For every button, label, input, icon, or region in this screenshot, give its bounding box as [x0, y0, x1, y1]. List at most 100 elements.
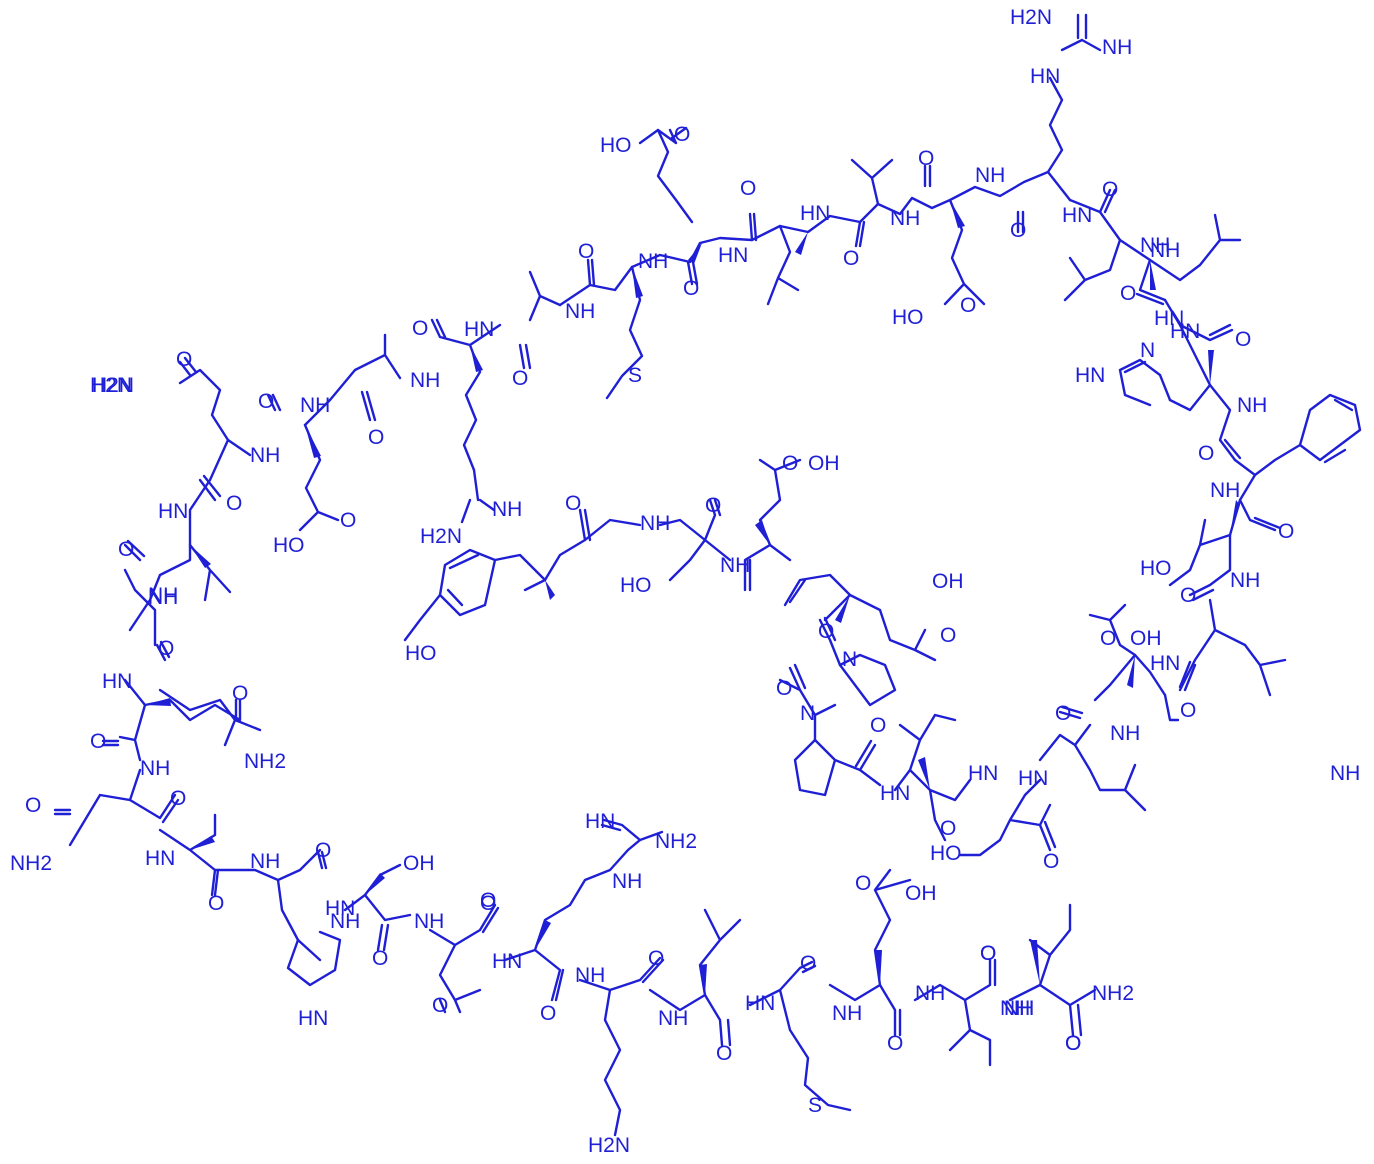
atom-label: HO — [620, 574, 652, 597]
atom-label: H2N — [588, 1134, 630, 1157]
atom-label: NH — [300, 394, 330, 417]
atom-label: NH2 — [10, 852, 52, 875]
atom-label: NH — [1210, 479, 1240, 502]
atom-label: O — [170, 787, 186, 810]
atom-label: O — [480, 892, 496, 915]
atom-label: NH — [492, 498, 522, 521]
atom-label: NH — [148, 584, 178, 607]
atom-label: O — [843, 247, 859, 270]
atom-label: NH — [410, 369, 440, 392]
atom-label: NH — [640, 512, 670, 535]
atom-label: HN — [718, 244, 748, 267]
atom-label: O — [887, 1032, 903, 1055]
atom-label: O — [258, 390, 274, 413]
atom-label: OH — [1130, 627, 1162, 650]
atom-label: HN — [1030, 65, 1060, 88]
atom-label: O — [716, 1042, 732, 1065]
atom-label: O — [1278, 520, 1294, 543]
atom-label: NH — [1150, 239, 1180, 262]
atom-label: O — [855, 872, 871, 895]
atom-label: O — [674, 123, 690, 146]
atom-label: NH — [890, 207, 920, 230]
atom-label: NH — [575, 964, 605, 987]
atom-label: NH — [638, 250, 668, 273]
atom-label: O — [480, 889, 496, 912]
atom-label: HO — [930, 842, 962, 865]
atom-label: O — [158, 637, 174, 660]
atom-label: NH — [915, 982, 945, 1005]
atom-label: O — [176, 348, 192, 371]
atom-label: O — [372, 947, 388, 970]
atom-label: NH2 — [244, 750, 286, 773]
stereo-wedges — [145, 200, 1240, 995]
atom-label: O — [1055, 702, 1071, 725]
atom-label: O — [226, 492, 242, 515]
atom-label: O — [980, 942, 996, 965]
atom-label: O — [368, 426, 384, 449]
atom-label: HO — [1140, 557, 1172, 580]
atom-label: NH — [1237, 394, 1267, 417]
atom-label: HN — [492, 950, 522, 973]
atom-label: O — [540, 1002, 556, 1025]
atom-label: O — [1102, 178, 1118, 201]
atom-label: NH — [1110, 722, 1140, 745]
atom-label: NH — [1000, 997, 1030, 1020]
atom-label: N — [800, 702, 815, 725]
atom-label: H2N — [92, 374, 134, 397]
atom-label: O — [1065, 1032, 1081, 1055]
atom-label: HO — [273, 534, 305, 557]
atom-label: O — [1180, 699, 1196, 722]
atom-label: NH — [1330, 762, 1360, 785]
atom-label: O — [232, 682, 248, 705]
atom-label: O — [565, 492, 581, 515]
atom-label: O — [315, 839, 331, 862]
atom-label: OH — [403, 852, 435, 875]
atom-label: OH — [932, 570, 964, 593]
atom-label: HN — [464, 318, 494, 341]
atom-label: NH — [1140, 234, 1170, 257]
atom-label: HN — [145, 847, 175, 870]
atom-label: O — [705, 494, 721, 517]
atom-label: O — [432, 994, 448, 1017]
atom-label: O — [1010, 219, 1026, 242]
atom-label: N — [842, 648, 857, 671]
atom-label: NH — [1230, 569, 1260, 592]
atom-label: HN — [1154, 307, 1184, 330]
atom-label: O — [940, 817, 956, 840]
atom-label: O — [578, 240, 594, 263]
atom-label: HN — [800, 202, 830, 225]
atom-label: O — [818, 620, 834, 643]
atom-label: NH — [414, 910, 444, 933]
atom-label: O — [1198, 442, 1214, 465]
atom-label: NH2 — [1092, 982, 1134, 1005]
atom-label: OH — [905, 882, 937, 905]
atom-label: NH — [720, 554, 750, 577]
atom-label: NH — [832, 1002, 862, 1025]
atom-label: N — [1140, 339, 1155, 362]
atom-labels: H2N NH HN HO O O HN NH O NH O HN NH O HO… — [10, 6, 1360, 1157]
atom-label: HN — [880, 782, 910, 805]
atom-label: NH — [975, 164, 1005, 187]
atom-label: HN — [1170, 320, 1200, 343]
atom-label: HN — [298, 1007, 328, 1030]
atom-label: HO — [892, 306, 924, 329]
atom-label: O — [960, 294, 976, 317]
atom-label: NH2 — [655, 830, 697, 853]
atom-label: OH — [808, 452, 840, 475]
atom-label: O — [1180, 584, 1196, 607]
atom-label: HN — [745, 992, 775, 1015]
atom-label: HN — [102, 670, 132, 693]
atom-label: H2N — [90, 374, 132, 397]
atom-label: O — [800, 952, 816, 975]
bond-lines — [53, 13, 1362, 1137]
atom-label: H2N — [420, 525, 462, 548]
atom-label: O — [980, 942, 996, 965]
atom-label: O — [208, 892, 224, 915]
atom-label: HN — [325, 897, 355, 920]
atom-label: NH — [1102, 36, 1132, 59]
atom-label: O — [1120, 282, 1136, 305]
atom-label: O — [1043, 850, 1059, 873]
atom-label: NH — [250, 444, 280, 467]
atom-label: O — [870, 714, 886, 737]
